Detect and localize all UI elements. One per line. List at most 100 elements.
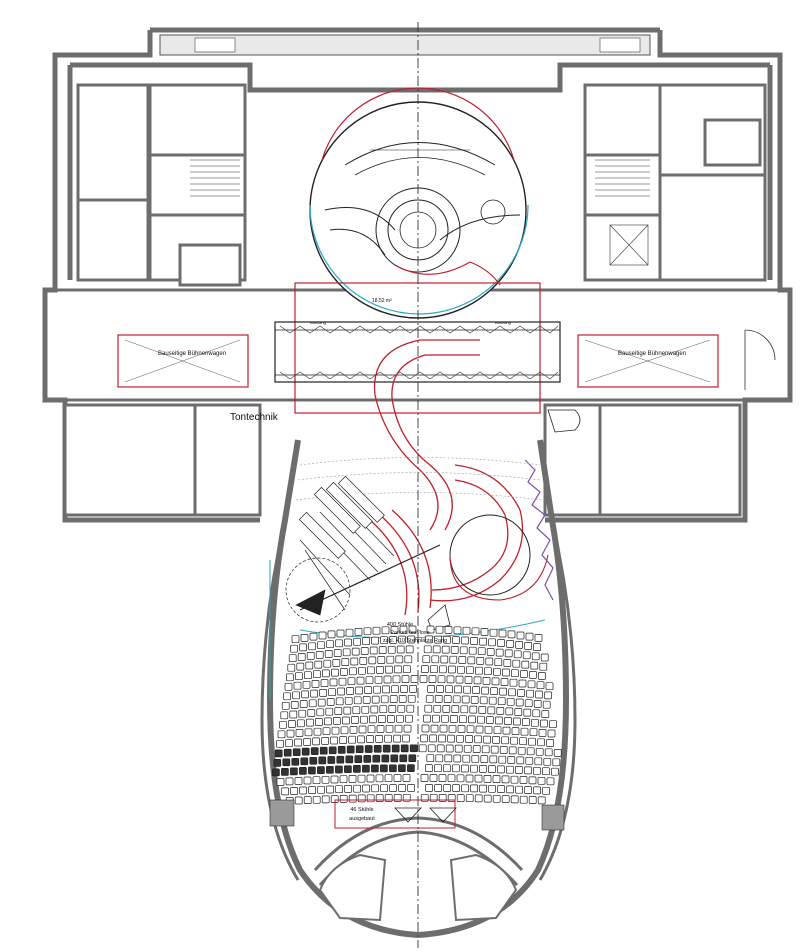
audience-seat (434, 784, 442, 792)
audience-seat (372, 754, 381, 763)
audience-seat (366, 735, 374, 743)
audience-seat (485, 657, 494, 666)
audience-seat (419, 675, 428, 683)
audience-seat (294, 777, 303, 785)
audience-seat (301, 747, 310, 756)
audience-seat (456, 774, 465, 783)
audience-seat (534, 634, 543, 642)
audience-seat (291, 635, 300, 644)
audience-seat (362, 696, 371, 704)
audience-seat (542, 700, 551, 709)
audience-seat (381, 754, 390, 763)
label-tontechnik: Tontechnik (230, 412, 279, 423)
audience-seat (336, 629, 345, 638)
audience-seat (299, 700, 308, 708)
audience-seat (394, 665, 402, 674)
audience-seat (387, 645, 396, 654)
audience-seat (393, 734, 401, 743)
audience-seat (483, 775, 492, 783)
audience-seat (331, 668, 339, 677)
audience-seat (295, 672, 303, 681)
audience-seat (408, 754, 417, 763)
audience-seat (294, 796, 303, 805)
audience-seat (404, 655, 413, 664)
audience-seat (524, 766, 532, 775)
audience-seat (407, 784, 415, 792)
audience-seat (338, 677, 347, 686)
audience-seat (318, 631, 327, 640)
audience-seat (470, 637, 478, 645)
audience-seat (506, 785, 514, 794)
audience-seat (292, 748, 301, 757)
audience-seat (546, 777, 555, 786)
audience-seat (289, 710, 298, 719)
audience-seat (378, 715, 386, 723)
audience-seat (355, 745, 364, 754)
label-bauseitig-right: Bauseitige Bühnenwagen (618, 351, 686, 357)
audience-seat (329, 678, 338, 687)
audience-seat (308, 766, 316, 775)
audience-seat (471, 627, 480, 636)
audience-seat (448, 665, 456, 674)
audience-seat (514, 708, 523, 716)
audience-seat (355, 686, 363, 695)
audience-seat (479, 765, 487, 773)
audience-seat (310, 689, 318, 698)
audience-seat (344, 638, 352, 647)
audience-seat (395, 655, 404, 664)
audience-seat (369, 715, 377, 724)
audience-seat (532, 709, 541, 718)
audience-seat (346, 745, 355, 754)
audience-seat (398, 784, 406, 792)
audience-seat (528, 737, 536, 746)
audience-seat (430, 665, 438, 674)
audience-seat (434, 695, 443, 703)
audience-seat (291, 757, 300, 766)
audience-seat (353, 784, 361, 793)
audience-seat (552, 758, 561, 767)
audience-seat (529, 728, 538, 737)
audience-seat (443, 635, 451, 644)
audience-seat (458, 656, 467, 664)
audience-seat (537, 796, 546, 805)
audience-seat (410, 675, 419, 683)
audience-seat (456, 794, 465, 802)
audience-seat (342, 716, 350, 725)
audience-seat (484, 667, 492, 676)
audience-seat (510, 736, 518, 745)
audience-seat (351, 716, 359, 724)
audience-seat (499, 746, 508, 754)
audience-seat (536, 681, 545, 690)
audience-seat (505, 707, 514, 716)
audience-seat (524, 786, 532, 794)
audience-seat (374, 675, 383, 684)
audience-seat (479, 696, 488, 705)
audience-seat (295, 729, 304, 737)
audience-seat (373, 685, 381, 694)
audience-seat (432, 645, 441, 654)
audience-seat (312, 795, 321, 804)
audience-seat (345, 755, 354, 764)
audience-seat (317, 698, 326, 707)
audience-seat (456, 734, 464, 743)
audience-seat (344, 696, 353, 705)
audience-seat (273, 759, 282, 767)
audience-seat (287, 663, 296, 672)
audience-seat (407, 694, 416, 703)
audience-seat (303, 738, 311, 746)
audience-seat (549, 720, 557, 729)
audience-seat (347, 677, 356, 686)
audience-seat (513, 650, 522, 659)
audience-seat (448, 724, 457, 733)
audience-seat (311, 680, 320, 688)
audience-seat (525, 632, 534, 641)
audience-seat (315, 651, 324, 659)
audience-seat (435, 754, 444, 763)
audience-seat (366, 794, 375, 803)
audience-seat (334, 707, 343, 715)
audience-seat (465, 794, 474, 803)
audience-seat (332, 659, 341, 667)
label-seats-3: zzgl. +10 Stehplätze Rang (383, 638, 447, 644)
audience-seat (537, 738, 545, 747)
audience-seat (313, 670, 321, 679)
